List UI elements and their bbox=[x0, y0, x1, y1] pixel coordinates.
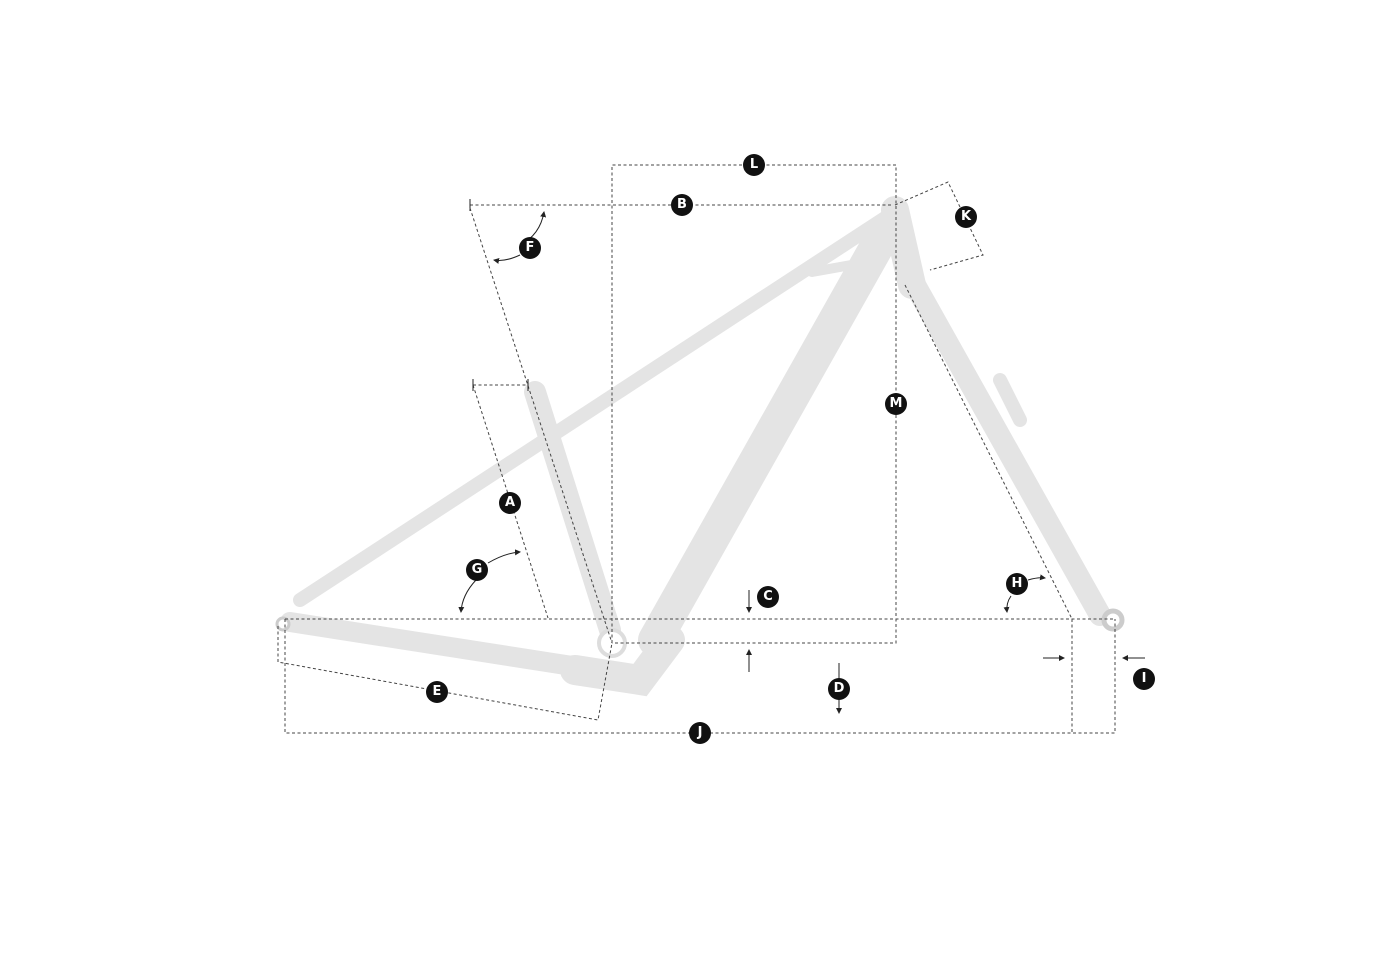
seat-tube bbox=[524, 381, 621, 641]
label-i: I bbox=[1133, 668, 1155, 690]
top-tube-seatstay bbox=[293, 211, 892, 607]
label-j: J bbox=[689, 722, 711, 744]
chainstay bbox=[280, 612, 595, 678]
fork-crown bbox=[993, 373, 1027, 427]
frame bbox=[275, 196, 1125, 697]
head-tube bbox=[881, 196, 926, 299]
label-m: M bbox=[885, 393, 907, 415]
fork-axle bbox=[1101, 608, 1125, 632]
label-d: D bbox=[828, 678, 850, 700]
label-g: G bbox=[466, 559, 488, 581]
label-a: A bbox=[499, 492, 521, 514]
label-h: H bbox=[1006, 573, 1028, 595]
label-e: E bbox=[426, 681, 448, 703]
bottom-bracket-shell bbox=[560, 625, 685, 697]
label-c: C bbox=[757, 586, 779, 608]
label-l: L bbox=[743, 154, 765, 176]
label-b: B bbox=[671, 194, 693, 216]
label-k: K bbox=[955, 206, 977, 228]
rear-dropout bbox=[275, 616, 291, 632]
label-f: F bbox=[519, 237, 541, 259]
fork bbox=[904, 274, 1111, 626]
down-tube bbox=[638, 215, 902, 657]
